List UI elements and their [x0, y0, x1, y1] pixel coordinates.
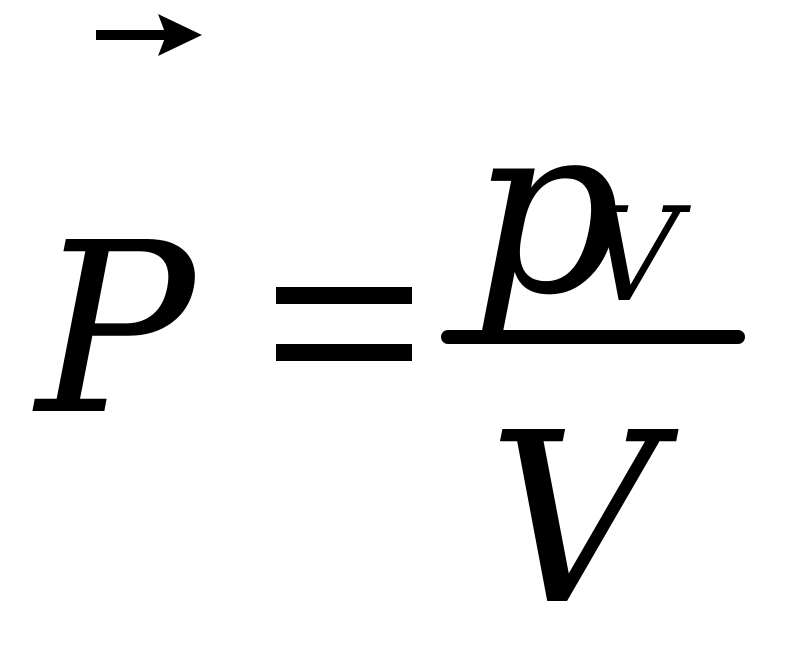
- numerator-subscript: V: [586, 179, 680, 331]
- equals-sign-top-bar: [276, 287, 412, 304]
- denominator-symbol: V: [488, 382, 659, 657]
- numerator-symbol: p: [470, 72, 622, 347]
- right-arrow-icon: [96, 14, 202, 56]
- formula-canvas: P p V V: [36, 14, 745, 638]
- equals-sign-bottom-bar: [276, 344, 412, 361]
- lhs-symbol: P: [36, 192, 195, 467]
- fraction-bar: [441, 330, 745, 344]
